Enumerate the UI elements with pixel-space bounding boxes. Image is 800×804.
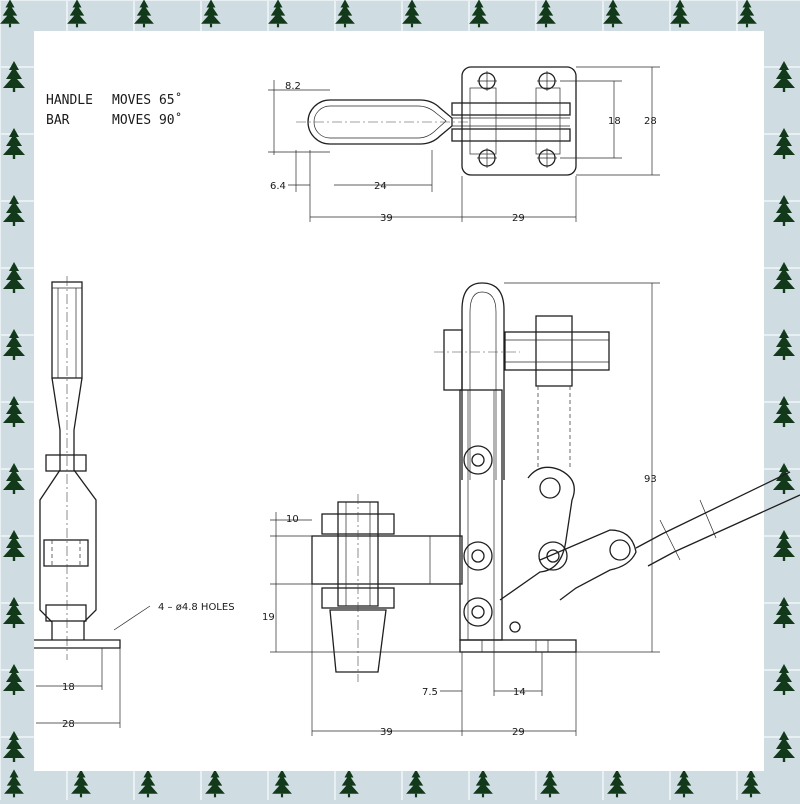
pine-tree-icon: [773, 329, 795, 360]
side-pivot-pins: [463, 445, 631, 627]
pine-tree-icon: [402, 0, 422, 28]
pine-tree-icon: [536, 0, 556, 28]
pine-tree-icon: [773, 195, 795, 226]
pine-tree-icon: [4, 769, 24, 798]
pine-tree-icon: [3, 262, 25, 293]
side-adjust-screw: [504, 331, 610, 371]
dim-end-base-width: 28: [62, 719, 75, 730]
side-rubber-tip: [329, 609, 387, 673]
pine-tree-icon: [773, 396, 795, 427]
dim-side-base-length: 29: [512, 727, 525, 738]
holes-note: 4 – ø4.8 HOLES: [158, 602, 235, 613]
pine-tree-icon: [138, 769, 158, 798]
end-spring-block: [43, 539, 89, 567]
pine-tree-icon: [134, 0, 154, 28]
dim-hole-pitch: 14: [513, 687, 526, 698]
side-link-arm: [499, 466, 575, 601]
pine-tree-icon: [773, 463, 795, 494]
pine-tree-icon: [272, 769, 292, 798]
pine-tree-icon: [3, 664, 25, 695]
pine-tree-icon: [205, 769, 225, 798]
dim-handle-offset: 6.4: [270, 181, 286, 192]
side-base-plate: [459, 639, 577, 653]
dim-end-hole-spacing: 18: [62, 682, 75, 693]
pine-tree-icon: [469, 0, 489, 28]
dim-hole-offset: 7.5: [422, 687, 438, 698]
pine-tree-icon: [3, 329, 25, 360]
dim-top-hole-spacing: 18: [608, 116, 621, 127]
handle-label: HANDLE: [46, 93, 93, 108]
dim-bar-top: 10: [286, 514, 299, 525]
pine-tree-icon: [3, 597, 25, 628]
pine-tree-icon: [3, 128, 25, 159]
pine-tree-icon: [406, 769, 426, 798]
pine-tree-icon: [3, 195, 25, 226]
pine-tree-icon: [773, 262, 795, 293]
top-link-block: [469, 87, 497, 155]
pine-tree-icon: [674, 769, 694, 798]
drawing-sheet: [34, 31, 764, 771]
pine-tree-icon: [268, 0, 288, 28]
side-hold-down-bar: [311, 535, 463, 585]
top-handle-outline: [307, 99, 453, 145]
end-view: 4 – ø4.8 HOLES 18 28: [34, 276, 235, 730]
pine-tree-icon: [737, 0, 757, 28]
dim-overall-height: 93: [644, 474, 657, 485]
dim-spindle-height: 19: [262, 612, 275, 623]
side-view: 10 19 93 7.5 14 39 29: [262, 282, 800, 738]
bar-moves-text: MOVES 90˚: [112, 112, 182, 128]
motion-notes: HANDLE MOVES 65˚ BAR MOVES 90˚: [46, 92, 182, 128]
handle-moves-text: MOVES 65˚: [112, 92, 182, 108]
pine-tree-icon: [339, 769, 359, 798]
pine-tree-icon: [3, 396, 25, 427]
pine-tree-icon: [540, 769, 560, 798]
dim-top-base-length: 29: [512, 213, 525, 224]
dim-top-base-width: 28: [644, 116, 657, 127]
side-spindle: [321, 494, 395, 682]
pine-tree-icon: [773, 664, 795, 695]
pine-tree-icon: [3, 530, 25, 561]
pine-tree-icon: [773, 61, 795, 92]
pine-tree-icon: [71, 769, 91, 798]
side-handle-hook: [461, 282, 505, 480]
pine-tree-icon: [773, 128, 795, 159]
side-lever: [539, 529, 637, 601]
pine-tree-icon: [773, 731, 795, 762]
pine-tree-icon: [67, 0, 87, 28]
pine-tree-icon: [201, 0, 221, 28]
pine-tree-icon: [670, 0, 690, 28]
pine-tree-icon: [3, 61, 25, 92]
pine-tree-icon: [0, 0, 20, 28]
pine-tree-icon: [773, 597, 795, 628]
pine-tree-icon: [335, 0, 355, 28]
side-handle-bar: [635, 471, 800, 567]
pine-tree-icon: [773, 530, 795, 561]
end-base-flange: [34, 639, 121, 649]
dim-handle-length: 24: [374, 181, 387, 192]
dim-bar-reach: 39: [380, 727, 393, 738]
top-view: 8.2 6.4 24 39 29 18 28: [268, 66, 660, 224]
dim-handle-width: 8.2: [285, 81, 301, 92]
pine-tree-icon: [3, 731, 25, 762]
pine-tree-icon: [607, 769, 627, 798]
pine-tree-icon: [603, 0, 623, 28]
bar-label: BAR: [46, 113, 70, 128]
pine-tree-icon: [3, 463, 25, 494]
dim-handle-total: 39: [380, 213, 393, 224]
pine-tree-icon: [741, 769, 761, 798]
pine-tree-icon: [473, 769, 493, 798]
top-base-plate: [461, 66, 577, 176]
base-mounting-holes: [477, 71, 557, 168]
